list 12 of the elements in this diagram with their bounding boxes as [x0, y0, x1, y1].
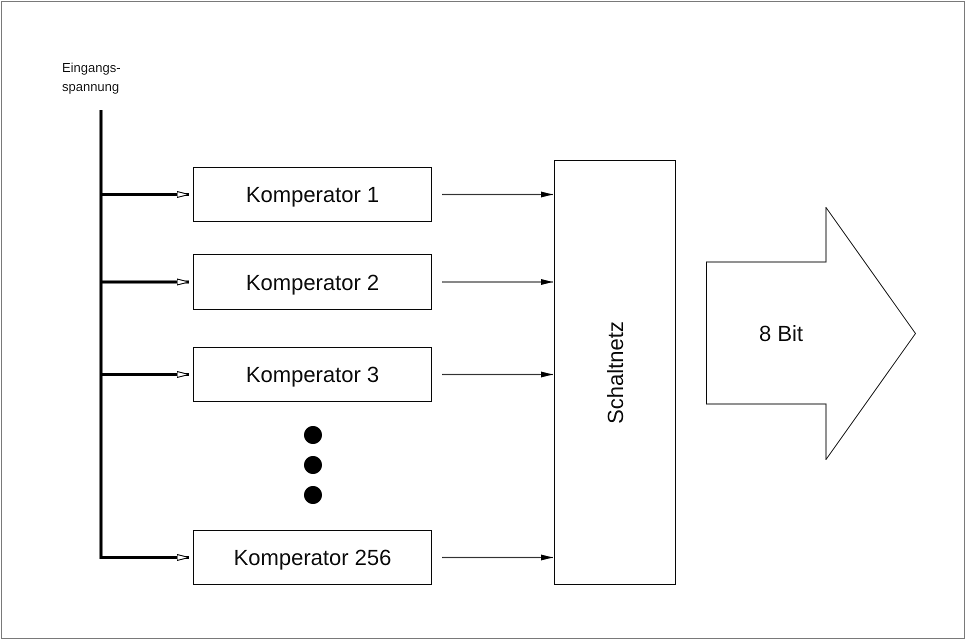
arrow	[442, 192, 553, 198]
comparator-box: Komperator 3	[193, 347, 432, 402]
node-text: 8 Bit	[758, 320, 804, 348]
arrow	[442, 372, 553, 378]
comparator-box: Komperator 1	[193, 167, 432, 222]
arrow	[100, 110, 190, 561]
arrow	[442, 554, 553, 560]
comparator-box: Komperator 256	[193, 530, 432, 585]
comparator-box: Komperator 2	[193, 254, 432, 310]
logic-block: Schaltnetz	[554, 160, 676, 585]
arrow	[442, 279, 553, 285]
input-label: Eingangs- spannung	[61, 59, 118, 96]
